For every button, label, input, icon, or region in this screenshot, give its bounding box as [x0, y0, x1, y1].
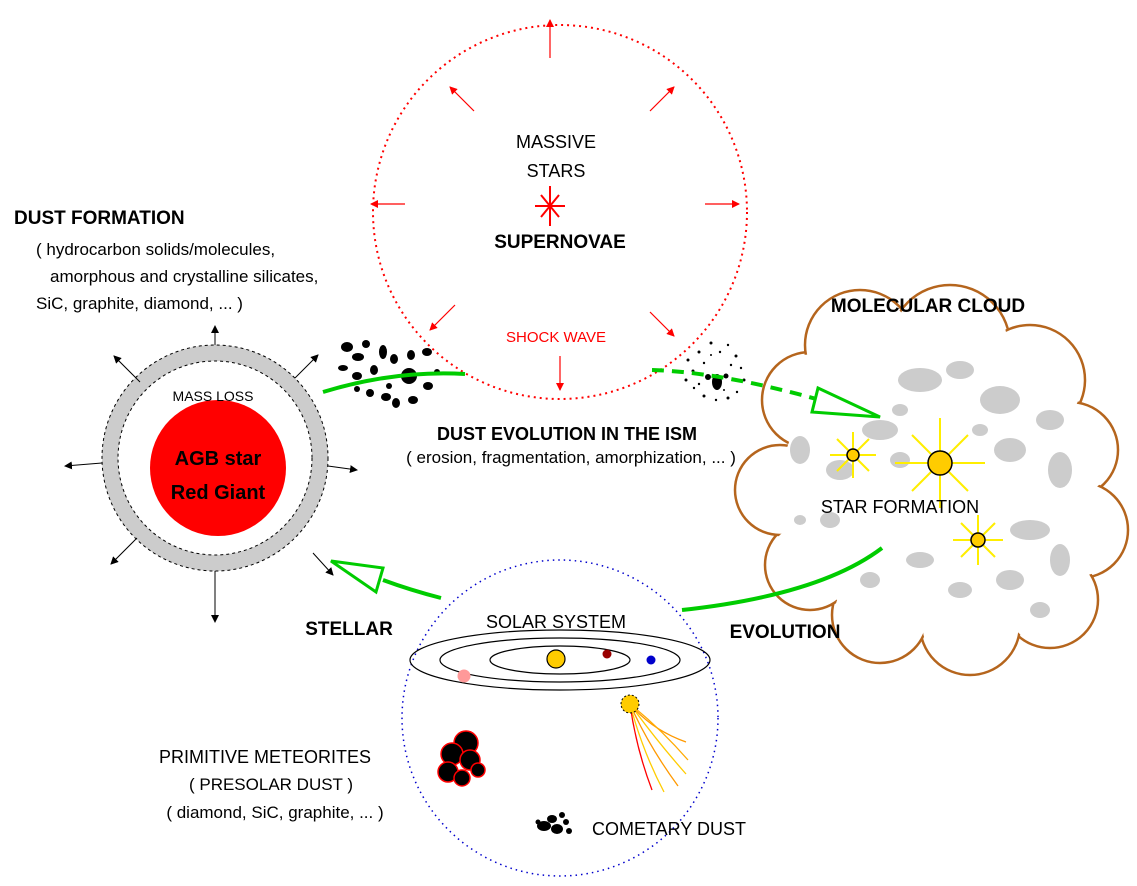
agb-star-system: [64, 325, 358, 623]
mass-loss-label: MASS LOSS: [173, 388, 254, 404]
agb-star-label: AGB star: [175, 448, 262, 470]
dust-formation-line-3: SiC, graphite, diamond, ... ): [36, 294, 243, 313]
arrowhead-cloud: [810, 385, 881, 419]
star-formation-label: STAR FORMATION: [821, 497, 979, 517]
young-star-large: [895, 418, 985, 508]
planet-red-icon: [602, 649, 612, 659]
arrow-ism-to-cloud: [651, 368, 821, 402]
dust-formation-title: DUST FORMATION: [14, 208, 185, 229]
arrow-solar-to-agb: [382, 578, 442, 600]
red-giant: [150, 400, 286, 536]
meteorite-icon: [437, 730, 486, 787]
sun-icon: [546, 649, 566, 669]
massive-stars-line-1: MASSIVE: [516, 132, 596, 152]
supernova-shock-circle: [370, 19, 748, 400]
shock-wave-label: SHOCK WAVE: [506, 329, 606, 346]
planet-blue-icon: [646, 655, 656, 665]
meteorites-line-3: ( diamond, SiC, graphite, ... ): [166, 803, 383, 822]
dust-formation-line-1: ( hydrocarbon solids/molecules,: [36, 240, 275, 259]
orbits: [409, 629, 711, 691]
cloud-dust-patches: [790, 361, 1072, 618]
arrow-cloud-to-solar: [681, 546, 884, 612]
cometary-dust-icon: [535, 812, 572, 834]
arrowhead-agb: [330, 559, 385, 595]
young-star-medium: [953, 515, 1003, 565]
supernovae-label: SUPERNOVAE: [494, 232, 626, 253]
cometary-dust-label: COMETARY DUST: [592, 819, 746, 839]
planet-pink-icon: [457, 669, 471, 683]
massive-stars-line-2: STARS: [527, 161, 586, 181]
meteorites-line-1: PRIMITIVE METEORITES: [159, 747, 371, 767]
comet-icon: [620, 694, 689, 793]
stellar-label: STELLAR: [305, 619, 393, 640]
labels: DUST FORMATION ( hydrocarbon solids/mole…: [14, 132, 1025, 839]
supernova-star-icon: [535, 186, 565, 226]
meteorites-line-2: ( PRESOLAR DUST ): [189, 775, 353, 794]
solar-system-circle: [401, 559, 719, 877]
ism-title: DUST EVOLUTION IN THE ISM: [437, 424, 697, 444]
cycle-arrows: [322, 368, 884, 612]
dust-grains-cluster: [338, 340, 440, 408]
evolution-label: EVOLUTION: [730, 622, 841, 643]
molecular-cloud-title: MOLECULAR CLOUD: [831, 296, 1025, 317]
dust-formation-line-2: amorphous and crystalline silicates,: [50, 267, 318, 286]
ism-subtitle: ( erosion, fragmentation, amorphization,…: [406, 448, 736, 467]
solar-system-title: SOLAR SYSTEM: [486, 612, 626, 632]
mass-loss-arrows: [64, 325, 358, 623]
arrow-agb-to-ism: [322, 371, 466, 394]
red-giant-label: Red Giant: [171, 482, 266, 504]
young-star-small: [830, 432, 876, 478]
molecular-cloud: [733, 283, 1130, 677]
